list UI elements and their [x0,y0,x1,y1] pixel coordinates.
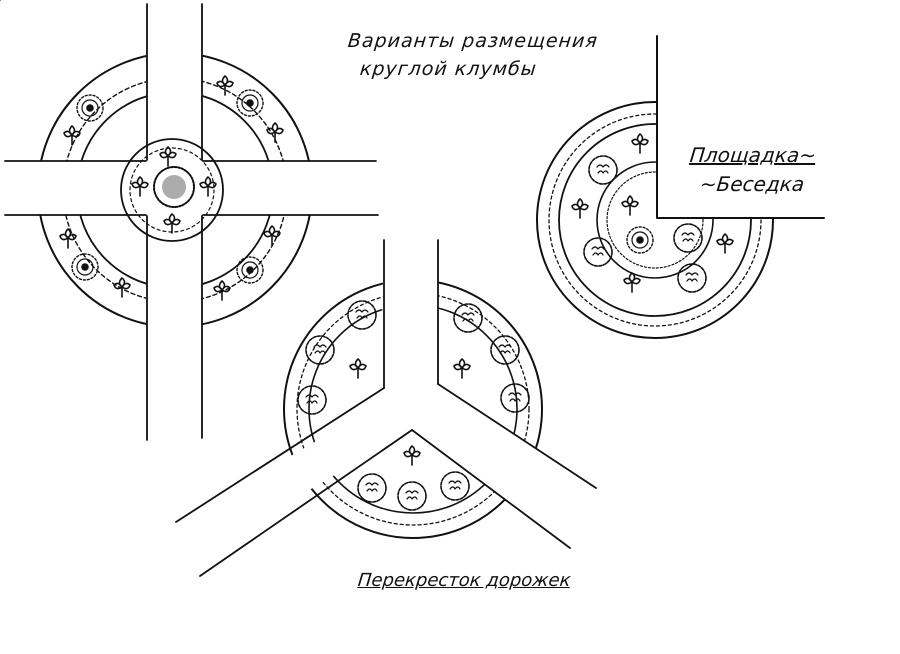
crossroads-path-lines [175,239,597,577]
title-line-1: Варианты размещения [346,30,600,52]
round-bed-platform [536,0,826,339]
round-bed-cross [0,0,379,441]
central-bed [120,138,224,242]
title-line-2: круглой клумбы [358,58,538,80]
path-lines [4,3,379,441]
platform-label-line-2: ~Беседка [698,172,806,196]
platform-label-line-1: Площадка~ [688,143,818,167]
round-bed-crossroads [0,0,598,577]
crossroads-label: Перекресток дорожек [356,570,572,591]
